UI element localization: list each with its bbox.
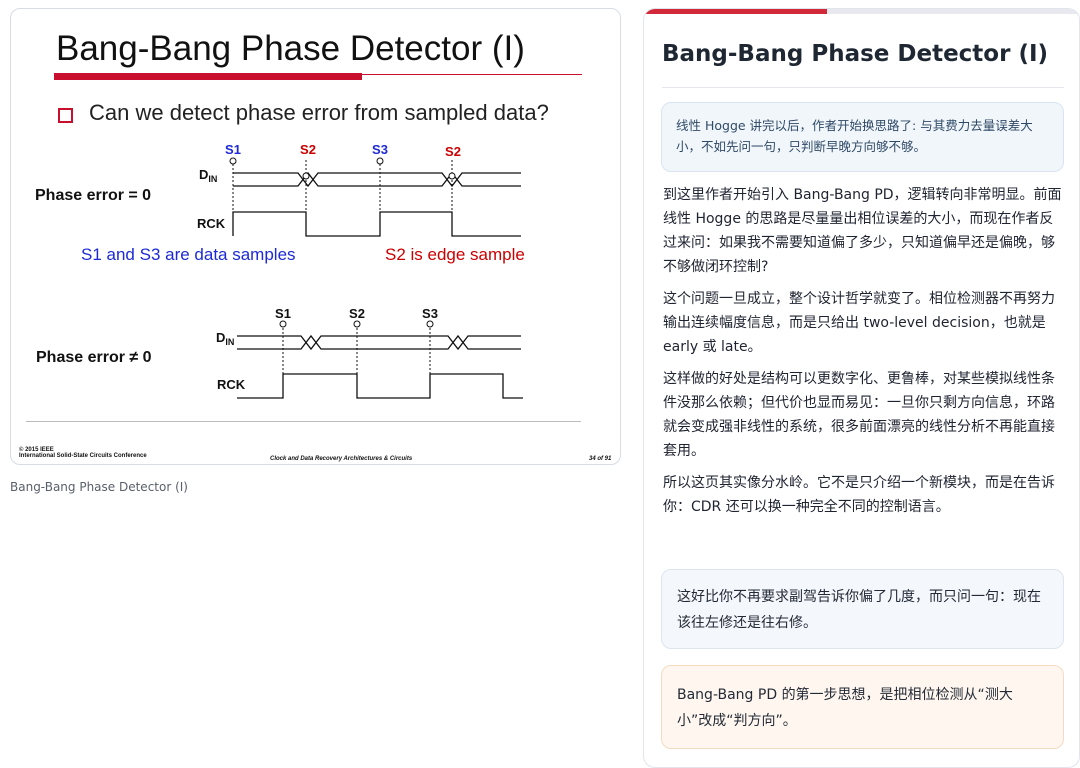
slide-page-number: 34 of 91 — [589, 456, 612, 462]
intro-callout: 线性 Hogge 讲完以后，作者开始换思路了: 与其费力去量误差大小，不如先问一… — [661, 102, 1064, 172]
analogy-callout: 这好比你不再要求副驾告诉你偏了几度，而只问一句：现在该往左修还是往右修。 — [661, 569, 1064, 649]
top-rck-label: RCK — [197, 216, 226, 231]
explanation-body: 到这里作者开始引入 Bang-Bang PD，逻辑转向非常明显。前面线性 Hog… — [663, 183, 1067, 527]
bottom-din-waveform — [237, 334, 521, 351]
bottom-phase-error-label: Phase error ≠ 0 — [36, 349, 152, 366]
paragraph: 到这里作者开始引入 Bang-Bang PD，逻辑转向非常明显。前面线性 Hog… — [663, 187, 1062, 275]
bottom-sample-label-3: S3 — [422, 306, 438, 321]
top-sample-label-3: S3 — [372, 142, 388, 157]
summary-callout: Bang-Bang PD 的第一步思想，是把相位检测从“测大小”改成“判方向”。 — [661, 665, 1064, 749]
card-title-divider — [662, 87, 1064, 88]
bullet-square-icon — [58, 108, 73, 123]
top-din-label: DIN — [199, 167, 217, 184]
slide-footer-copyright: © 2015 IEEE International Solid-State Ci… — [19, 447, 147, 459]
bottom-sample-label-1: S1 — [275, 306, 291, 321]
reading-progress-bar — [644, 9, 1079, 14]
slide-caption: Bang-Bang Phase Detector (I) — [10, 480, 188, 494]
paragraph: 所以这页其实像分水岭。它不是只介绍一个新模块，而是在告诉你：CDR 还可以换一种… — [663, 475, 1055, 515]
bottom-rck-label: RCK — [217, 377, 246, 392]
slide-panel: Bang-Bang Phase Detector (I) Can we dete… — [10, 8, 621, 465]
top-sample-label-4: S2 — [445, 144, 461, 159]
title-underline — [54, 73, 362, 80]
bottom-sample-label-2: S2 — [349, 306, 365, 321]
data-samples-note: S1 and S3 are data samples — [81, 245, 296, 264]
top-din-waveform — [233, 171, 521, 188]
slide-footer-rule — [26, 421, 581, 422]
bottom-rck-waveform — [237, 373, 523, 399]
edge-sample-note: S2 is edge sample — [385, 245, 525, 264]
paragraph: 这样做的好处是结构可以更数字化、更鲁棒，对某些模拟线性条件没那么依赖；但代价也显… — [663, 371, 1055, 459]
top-timing-diagram: S1 S2 S3 S2 DIN Phase error = 0 RCK — [35, 142, 521, 237]
bottom-din-label: DIN — [216, 330, 234, 347]
card-title: Bang-Bang Phase Detector (I) — [662, 41, 1049, 67]
slide-title: Bang-Bang Phase Detector (I) — [56, 29, 525, 68]
reading-progress-fill — [644, 9, 827, 14]
slide-footer-title: Clock and Data Recovery Architectures & … — [270, 456, 413, 462]
title-underline-thin — [362, 74, 582, 75]
top-sample-label-2: S2 — [300, 142, 316, 157]
paragraph: 这个问题一旦成立，整个设计哲学就变了。相位检测器不再努力输出连续幅度信息，而是只… — [663, 291, 1055, 355]
explanation-card: Bang-Bang Phase Detector (I) 线性 Hogge 讲完… — [643, 8, 1080, 768]
top-phase-error-label: Phase error = 0 — [35, 187, 151, 204]
slide-bullet: Can we detect phase error from sampled d… — [89, 100, 549, 125]
top-sample-label-1: S1 — [225, 142, 241, 157]
timing-diagrams: S1 S2 S3 S2 DIN Phase error = 0 RCK — [35, 142, 523, 399]
bottom-timing-diagram: S1 S2 S3 DIN Phase error ≠ 0 RCK — [36, 306, 523, 399]
top-rck-waveform — [232, 211, 521, 237]
